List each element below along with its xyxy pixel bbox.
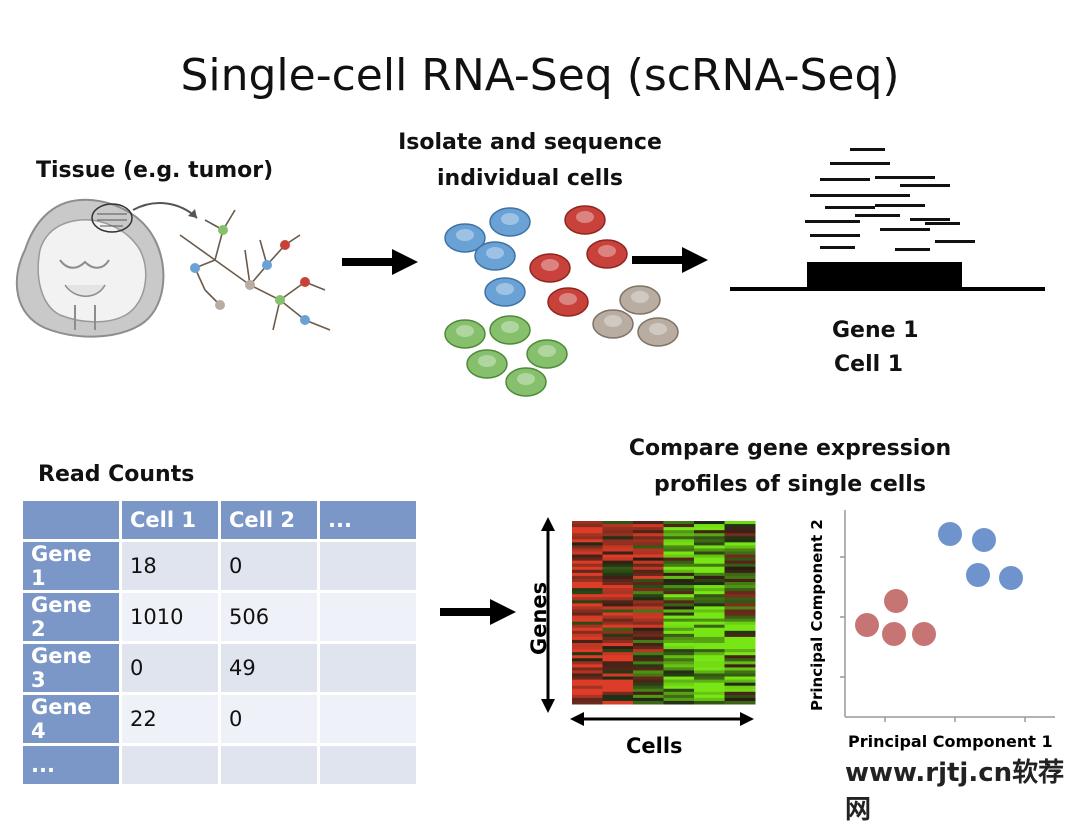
table-row: Gene 1 18 0	[23, 542, 416, 590]
gene-block	[807, 262, 962, 289]
arrow-icon	[632, 247, 708, 273]
table-cell: 0	[221, 695, 317, 743]
sequence-reads	[805, 148, 975, 251]
pca-x-axis-label: Principal Component 1	[848, 732, 1053, 751]
read-counts-label: Read Counts	[38, 462, 195, 487]
table-cell	[320, 593, 416, 641]
cells-axis-label: Cells	[626, 734, 683, 758]
read-counts-table: Cell 1 Cell 2 ... Gene 1 18 0 Gene 2 101…	[20, 498, 419, 787]
pca-blue-cluster	[938, 522, 1023, 590]
green-cells	[444, 315, 568, 397]
watermark: www.rjtj.cn软荐网	[845, 758, 1065, 825]
table-header-cell	[23, 501, 119, 539]
pca-plot: Principal Component 2 Principal Componen…	[808, 510, 1055, 751]
table-cell: 49	[221, 644, 317, 692]
cell-label: Cell 1	[834, 352, 904, 377]
row-header: Gene 2	[23, 593, 119, 641]
table-cell: 0	[221, 542, 317, 590]
cells-illustration	[444, 205, 679, 397]
table-cell	[122, 746, 218, 784]
table-header-cell: Cell 2	[221, 501, 317, 539]
arrow-icon	[342, 249, 418, 275]
arrow-icon	[440, 599, 516, 625]
heatmap-panel: Genes Cells	[528, 517, 756, 758]
tissue-illustration	[15, 198, 331, 338]
isolate-label-line2: individual cells	[437, 166, 623, 191]
table-cell	[320, 746, 416, 784]
neurons-icon	[179, 209, 331, 331]
compare-label-line2: profiles of single cells	[654, 472, 926, 497]
table-row: Gene 3 0 49	[23, 644, 416, 692]
table-header-cell: ...	[320, 501, 416, 539]
row-header: Gene 1	[23, 542, 119, 590]
table-cell	[320, 695, 416, 743]
table-row: Gene 2 1010 506	[23, 593, 416, 641]
blue-cells	[444, 207, 531, 307]
row-header: Gene 4	[23, 695, 119, 743]
gene-label: Gene 1	[832, 318, 919, 343]
read-alignment	[730, 148, 1045, 291]
table-cell: 1010	[122, 593, 218, 641]
table-cell	[320, 644, 416, 692]
expression-heatmap	[572, 521, 756, 705]
cells-axis-arrow	[570, 712, 754, 726]
table-cell: 0	[122, 644, 218, 692]
table-cell	[320, 542, 416, 590]
row-header: Gene 3	[23, 644, 119, 692]
page-title: Single-cell RNA-Seq (scRNA-Seq)	[180, 50, 900, 101]
red-cells	[529, 205, 628, 317]
row-header: ...	[23, 746, 119, 784]
table-row: Gene 4 22 0	[23, 695, 416, 743]
isolate-label-line1: Isolate and sequence	[398, 130, 662, 155]
table-cell: 506	[221, 593, 317, 641]
genes-axis-arrow	[541, 517, 555, 713]
table-header-row: Cell 1 Cell 2 ...	[23, 501, 416, 539]
table-row: ...	[23, 746, 416, 784]
pca-y-axis-label: Principal Component 2	[808, 519, 826, 711]
tan-cells	[592, 285, 679, 347]
table-cell: 22	[122, 695, 218, 743]
genes-axis-label: Genes	[528, 582, 551, 655]
table-header-cell: Cell 1	[122, 501, 218, 539]
tissue-label: Tissue (e.g. tumor)	[36, 158, 274, 183]
brain-icon	[15, 198, 165, 338]
genome-line	[730, 287, 1045, 291]
table-cell: 18	[122, 542, 218, 590]
pca-red-cluster	[855, 589, 936, 646]
table-cell	[221, 746, 317, 784]
compare-label-line1: Compare gene expression	[628, 436, 952, 461]
neuron-bodies	[190, 225, 310, 325]
